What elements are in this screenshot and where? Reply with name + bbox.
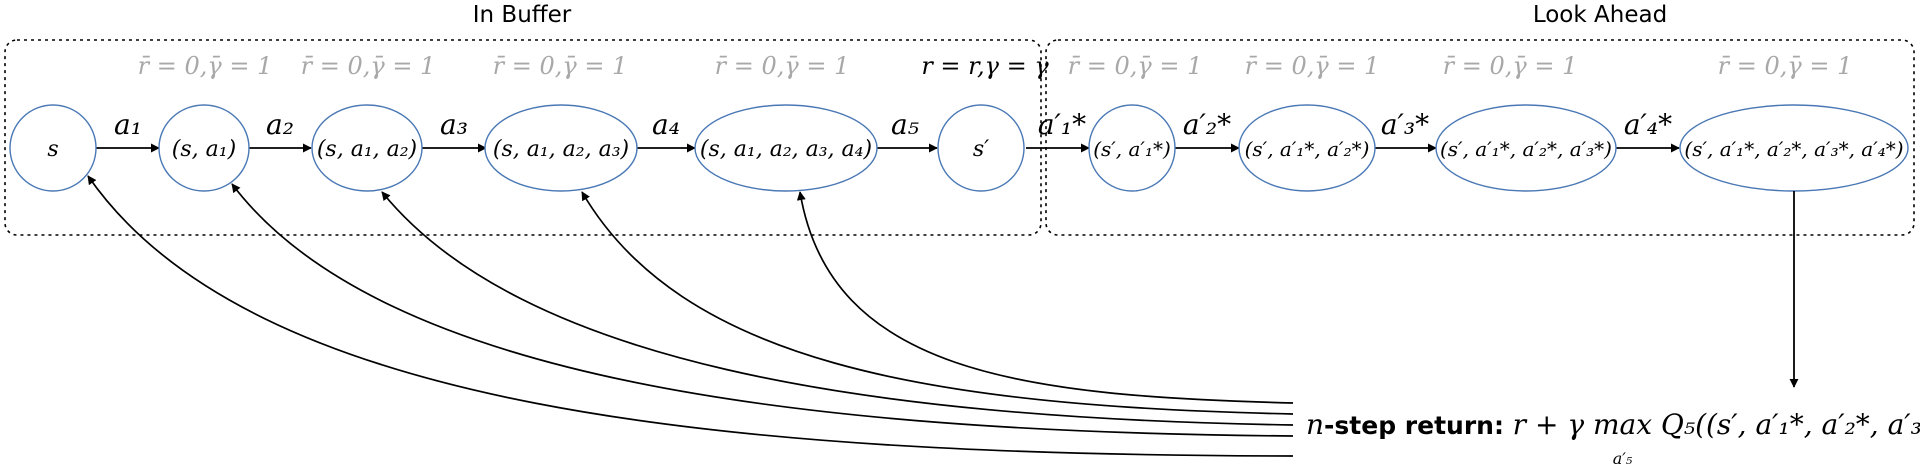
reward-label: r̄ = 0,γ̄ = 1 [301, 52, 436, 80]
reward-label: r̄ = 0,γ̄ = 1 [1245, 52, 1380, 80]
node-label: (s, a₁, a₂, a₃, a₄) [700, 137, 872, 162]
node-label: (s′, a′₁*, a′₂*, a′₃*, a′₄*) [1684, 137, 1903, 161]
return-label: -step return: [1324, 411, 1513, 440]
node-s-prime-a1-a2 [1238, 104, 1376, 192]
reward-label: r̄ = 0,γ̄ = 1 [1443, 52, 1578, 80]
reward-label: r̄ = 0,γ̄ = 1 [715, 52, 850, 80]
node-label: (s, a₁) [172, 137, 236, 162]
node-s-a1-a2 [311, 104, 423, 192]
node-label: (s′, a′₁*, a′₂*) [1245, 137, 1370, 161]
node-s-prime [937, 104, 1025, 192]
backup-arrow-node-s [87, 175, 1294, 457]
backup-arrow-node-s-a1-a2-a3 [581, 191, 1294, 415]
node-s-a1-a2-a3-a4 [694, 104, 878, 192]
backup-arrow-node-s-a1-a2-a3-a4 [796, 191, 1294, 404]
look-ahead-title: Look Ahead [1533, 2, 1667, 28]
node-s-a1-a2-a3 [484, 104, 638, 192]
n-step-return-text: n-step return: r + γ max Q₅((s′, a′₁*, a… [1306, 408, 1920, 441]
edge-label-a3: a₃ [440, 108, 468, 141]
node-label: (s′, a′₁*, a′₂*, a′₃*) [1440, 137, 1612, 161]
reward-label: r̄ = 0,γ̄ = 1 [1068, 52, 1203, 80]
state-nodes [9, 104, 1909, 192]
reward-labels: r̄ = 0,γ̄ = 1 r̄ = 0,γ̄ = 1 r̄ = 0,γ̄ = … [138, 52, 1853, 80]
n-step-return: n-step return: r + γ max Q₅((s′, a′₁*, a… [1306, 408, 1920, 468]
return-max-subscript: a′₅ [1613, 449, 1633, 468]
reward-label: r̄ = 0,γ̄ = 1 [1718, 52, 1853, 80]
reward-label: r̄ = 0,γ̄ = 1 [138, 52, 273, 80]
node-s [9, 104, 97, 192]
node-label: (s′, a′₁*) [1093, 137, 1171, 161]
node-s-prime-a1 [1088, 104, 1176, 192]
reward-label-final: r = r,γ = γ [921, 52, 1049, 80]
node-labels: s (s, a₁) (s, a₁, a₂) (s, a₁, a₂, a₃) (s… [47, 137, 1903, 162]
node-label: s′ [973, 137, 989, 162]
edge-label-a2: a₂ [266, 108, 294, 141]
return-prefix: n [1306, 408, 1324, 441]
node-s-prime-a1-a2-a3 [1435, 104, 1617, 192]
edge-label-a3-star: a′₃* [1381, 108, 1429, 141]
return-formula: r + γ max Q₅((s′, a′₁*, a′₂*, a′₃*, a′₄*… [1513, 408, 1920, 441]
backup-arrows [87, 175, 1294, 457]
look-ahead-box [1045, 39, 1915, 236]
backup-arrow-node-s-a1-a2 [381, 191, 1294, 426]
node-label: s [47, 137, 58, 162]
edge-labels: a₁ a₂ a₃ a₄ a₅ a′₁* a′₂* a′₃* a′₄* [114, 108, 1672, 141]
edge-label-a4: a₄ [652, 108, 680, 141]
in-buffer-title: In Buffer [473, 2, 572, 28]
backup-arrow-node-s-a1 [231, 183, 1294, 437]
in-buffer-box [4, 39, 1042, 236]
reward-label: r̄ = 0,γ̄ = 1 [493, 52, 628, 80]
node-label: (s, a₁, a₂, a₃) [493, 137, 629, 162]
edge-label-a1: a₁ [114, 108, 142, 141]
edge-label-a2-star: a′₂* [1183, 108, 1231, 141]
edge-label-a4-star: a′₄* [1624, 108, 1672, 141]
node-s-a1 [158, 104, 250, 192]
edge-label-a1-star: a′₁* [1038, 108, 1086, 141]
node-label: (s, a₁, a₂) [317, 137, 417, 162]
edge-label-a5: a₅ [891, 108, 919, 141]
